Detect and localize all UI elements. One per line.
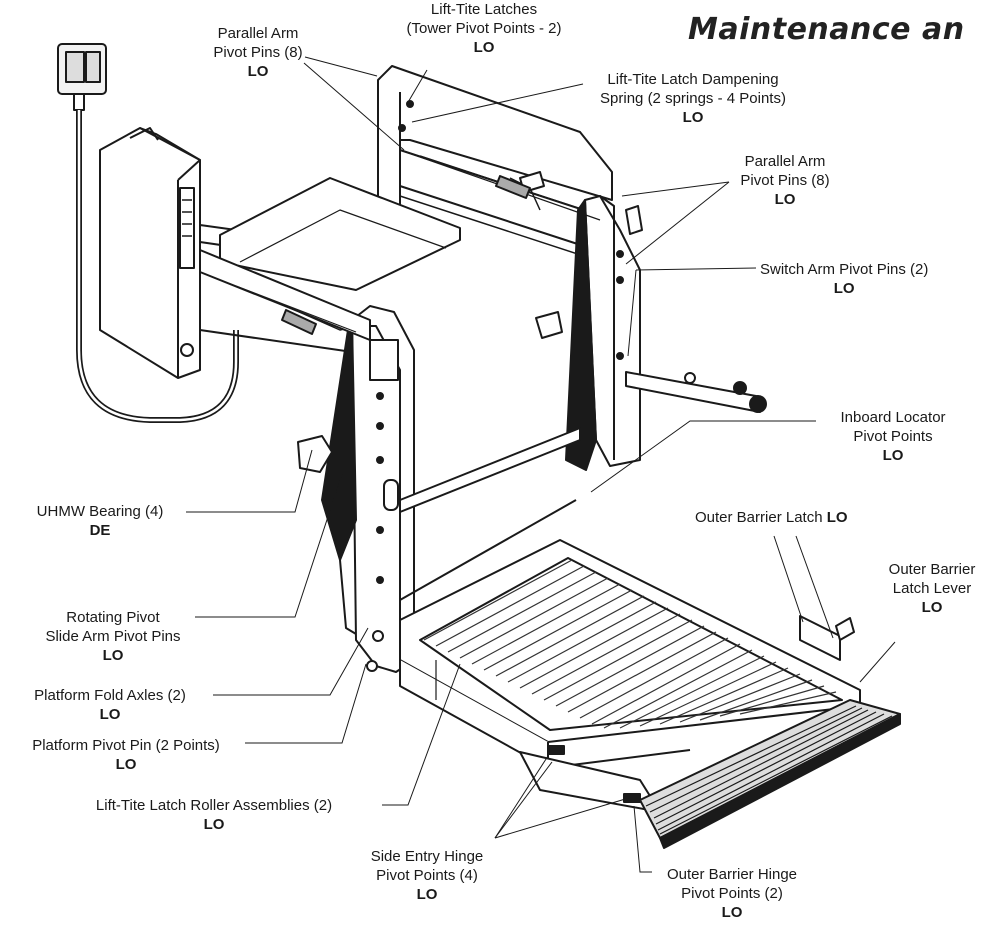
- callout-side-entry-hinge: Side Entry Hinge Pivot Points (4) LO: [370, 848, 484, 903]
- inboard-barrier: [399, 427, 581, 601]
- platform-deck: [399, 539, 861, 769]
- callout-outer-barrier-latch-lever: Outer Barrier Latch Lever LO: [888, 561, 976, 616]
- leader-lines: [186, 56, 896, 873]
- right-tower: [535, 195, 643, 471]
- pump-module: [99, 127, 201, 379]
- outer-barrier: [639, 615, 901, 849]
- callout-lift-tite-latches: Lift-Tite Latches (Tower Pivot Points - …: [406, 1, 562, 56]
- page-title: Maintenance an: [688, 12, 965, 47]
- callout-switch-arm: Switch Arm Pivot Pins (2) LO: [760, 261, 929, 297]
- left-tower: [297, 305, 415, 673]
- callout-rotating-pivot: Rotating Pivot Slide Arm Pivot Pins LO: [45, 609, 181, 664]
- callout-platform-pivot-pin: Platform Pivot Pin (2 Points) LO: [32, 737, 220, 773]
- callout-parallel-arm-top-left: Parallel Arm Pivot Pins (8) LO: [213, 25, 303, 80]
- pendant-controller: [57, 43, 239, 423]
- callout-platform-fold-axles: Platform Fold Axles (2) LO: [34, 687, 186, 723]
- callout-parallel-arm-right: Parallel Arm Pivot Pins (8) LO: [740, 153, 830, 208]
- callout-uhmw-bearing: UHMW Bearing (4) DE: [36, 503, 164, 539]
- switch-arm: [625, 371, 767, 413]
- callout-roller-assemblies: Lift-Tite Latch Roller Assemblies (2) LO: [95, 797, 333, 833]
- callout-dampening-spring: Lift-Tite Latch Dampening Spring (2 spri…: [600, 71, 786, 126]
- callout-outer-barrier-latch: Outer Barrier Latch LO: [695, 509, 848, 526]
- parallel-arms: [199, 149, 601, 341]
- callout-inboard-locator: Inboard Locator Pivot Points LO: [840, 409, 946, 464]
- callout-outer-barrier-hinge: Outer Barrier Hinge Pivot Points (2) LO: [666, 866, 798, 921]
